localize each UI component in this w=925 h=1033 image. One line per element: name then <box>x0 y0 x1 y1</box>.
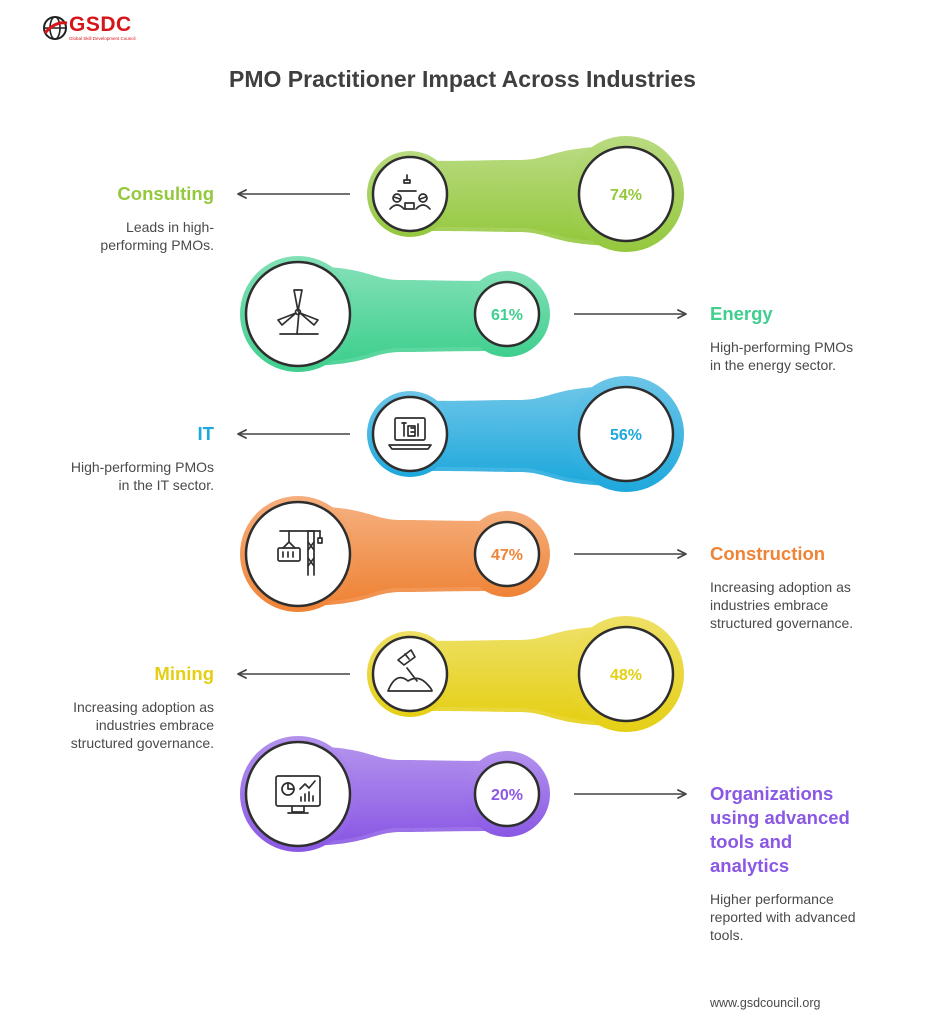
industry-row: 56% <box>237 376 684 492</box>
value-circle <box>473 280 541 348</box>
industry-label: Mining <box>154 662 214 686</box>
description-line: Higher performance <box>710 891 834 907</box>
industry-label-line: IT <box>197 423 214 444</box>
industry-row: 61% <box>240 256 687 372</box>
description-line: Leads in high- <box>126 219 214 235</box>
meeting-icon <box>389 174 431 210</box>
industry-label: Organizations using advanced tools and anal… <box>710 782 850 878</box>
footer-url: www.gsdcouncil.org <box>710 996 821 1010</box>
description-line: performing PMOs. <box>100 237 214 253</box>
description-line: structured governance. <box>70 735 214 751</box>
value-circle <box>577 385 675 483</box>
industry-row: 48% <box>237 616 684 732</box>
industry-description: Increasing adoption as industries embrace… <box>710 578 853 632</box>
description-line: High-performing PMOs <box>710 339 854 355</box>
description-line: Increasing adoption as <box>710 579 851 595</box>
industry-label-line: Organizations <box>710 783 834 804</box>
industry-label-line: using advanced <box>710 807 850 828</box>
value-label: 48% <box>610 667 642 684</box>
gsdc-logo: GSDC Global Skill Development Council <box>42 12 152 46</box>
industry-label-line: Consulting <box>117 183 214 204</box>
industry-row: 20% <box>240 736 687 852</box>
industry-label: Energy <box>710 302 773 326</box>
description-line: Increasing adoption as <box>73 699 214 715</box>
industry-label-line: analytics <box>710 855 790 876</box>
crane-icon <box>277 530 323 576</box>
description-line: tools. <box>710 927 744 943</box>
capsule-shape <box>410 626 626 722</box>
industry-label-line: tools and <box>710 831 793 852</box>
shovel-icon <box>387 649 433 692</box>
value-circle <box>473 520 541 588</box>
industry-description: High-performing PMOs in the energy sector… <box>710 338 853 374</box>
description-line: structured governance. <box>710 615 854 631</box>
icon-circle <box>244 500 352 608</box>
icon-circle <box>371 155 449 233</box>
icon-circle <box>244 740 352 848</box>
description-line: reported with advanced <box>710 909 856 925</box>
analytics-monitor-icon <box>275 775 321 814</box>
industry-row: 47% <box>240 496 687 612</box>
description-line: in the energy sector. <box>710 357 837 373</box>
value-label: 61% <box>491 307 523 324</box>
capsule-shape <box>410 146 626 242</box>
industry-label-line: Energy <box>710 303 773 324</box>
description-line: industries embrace <box>95 717 214 733</box>
value-label: 74% <box>610 187 642 204</box>
industry-description: High-performing PMOs in the IT sector. <box>71 458 214 494</box>
industry-description: Increasing adoption as industries embrace… <box>71 698 214 752</box>
value-circle <box>473 760 541 828</box>
globe-icon <box>43 16 68 40</box>
industry-row: 74% <box>237 136 684 252</box>
wind-turbine-icon <box>277 289 319 335</box>
industry-label-line: Construction <box>710 543 826 564</box>
brand-tagline: Global Skill Development Council <box>69 36 136 41</box>
value-label: 47% <box>491 547 523 564</box>
laptop-icon <box>388 417 432 450</box>
description-line: in the IT sector. <box>118 477 214 493</box>
industry-description: Leads in high-performing PMOs. <box>100 218 214 254</box>
icon-circle <box>371 635 449 713</box>
icon-circle <box>371 395 449 473</box>
capsule-shape <box>410 386 626 482</box>
value-circle <box>577 145 675 243</box>
description-line: High-performing PMOs <box>70 459 214 475</box>
industry-description: Higher performance reported with advanced… <box>710 890 856 944</box>
industry-label-line: Mining <box>154 663 214 684</box>
description-line: industries embrace <box>710 597 829 613</box>
page-title: PMO Practitioner Impact Across Industrie… <box>229 66 696 92</box>
value-label: 20% <box>491 787 523 804</box>
value-circle <box>577 625 675 723</box>
industry-label: Construction <box>710 542 825 566</box>
value-label: 56% <box>610 427 642 444</box>
industry-label: Consulting <box>117 182 214 206</box>
industry-label: IT <box>198 422 214 446</box>
brand-name: GSDC <box>69 13 132 36</box>
